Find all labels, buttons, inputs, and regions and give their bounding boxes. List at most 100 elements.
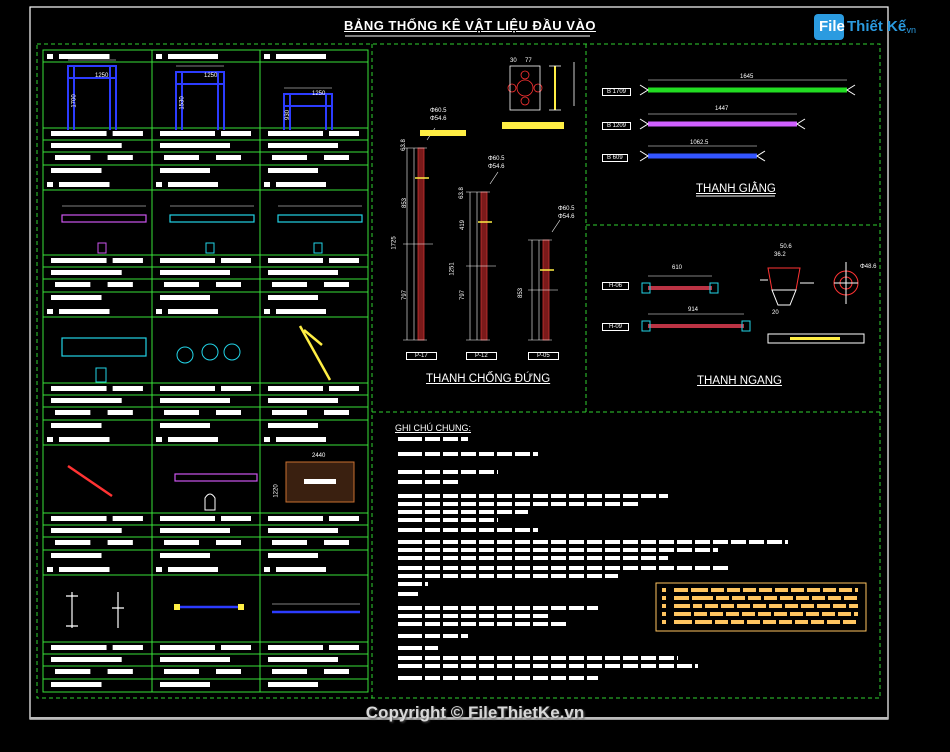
legend-text-block [843,620,856,624]
row-text-block [268,398,338,403]
plate-height: 1220 [273,484,280,498]
note-text-block [497,540,512,544]
brace-length-3: 1062.5 [690,140,709,146]
note-text-block [443,510,458,514]
header-index-block [264,54,270,59]
note-text-block [479,556,494,560]
note-text-block [443,502,458,506]
header-index-block [47,309,53,314]
note-text-block [515,510,528,514]
note-text-block [515,502,530,506]
row-text-block [221,516,251,521]
legend-marker [662,612,666,616]
pipe-diameter: Φ48.6 [860,264,877,270]
note-text-block [398,470,422,474]
header-index-block [156,437,162,442]
jack-2 [112,592,124,628]
legend-text-block [737,604,750,608]
note-text-block [479,470,494,474]
post-1-top: 63.8 [400,139,407,151]
note-text-block [398,566,422,570]
note-text-block [425,502,440,506]
tube-end-detail [97,242,107,254]
note-text-block [587,548,602,552]
note-text-block [551,606,566,610]
brace-end [639,150,649,162]
note-text-block [533,656,548,660]
note-text-block [443,480,458,484]
note-text-block [749,540,764,544]
row-text-block [112,386,143,391]
legend-text-block [732,596,745,600]
row-text-block [221,131,251,136]
vertical-posts [403,127,561,341]
note-text-block [479,664,494,668]
row-text-block [272,669,307,674]
row-text-block [51,682,102,687]
note-text-block [551,656,566,660]
legend-text-block [695,620,712,624]
note-text-block [461,540,476,544]
note-text-block [623,502,638,506]
row-text-block [55,282,91,287]
row-text-block [51,398,122,403]
row-text-block [272,155,307,160]
note-text-block [425,480,440,484]
note-text-block [398,592,418,596]
note-text-block [641,494,656,498]
note-text-block [695,548,710,552]
note-text-block [659,494,668,498]
brace-end [756,150,766,162]
frame-1-height: 1700 [71,94,78,108]
note-text-block [605,556,620,560]
legend-text-block [674,588,688,592]
note-text-block [398,574,422,578]
row-text-block [329,645,359,650]
row-text-block [107,540,133,545]
note-text-block [587,566,602,570]
note-text-block [398,540,422,544]
legend-text-block [753,604,766,608]
note-text-block [605,656,620,660]
brace-length-2: 1447 [715,106,729,112]
note-text-block [515,540,530,544]
note-text-block [443,622,458,626]
legend-text-block [838,612,851,616]
note-text-block [398,528,422,532]
row-text-block [107,669,133,674]
row-text-block [160,423,210,428]
note-text-block [515,622,530,626]
legend-text-block [775,588,788,592]
legend-text-block [727,588,740,592]
note-text-block [398,480,422,484]
head-dim-2: 77 [525,58,532,64]
note-text-block [569,494,584,498]
note-text-block [551,540,566,544]
note-text-block [425,518,440,522]
general-notes [398,437,788,680]
note-text-block [443,494,458,498]
row-text-block [107,282,133,287]
legend-text-block [764,596,777,600]
row-text-block [216,669,241,674]
post-2-height: 1251 [449,262,456,276]
brace-end [846,84,856,96]
scaffold-frame [67,65,117,130]
note-text-block [605,664,620,668]
legend-text-block [758,612,771,616]
note-text-block [461,634,468,638]
legend-text-block [726,612,739,616]
frame-1-width: 1250 [95,73,109,79]
note-text-block [398,502,422,506]
note-text-block [623,556,638,560]
post-1-lower: 797 [402,289,409,301]
note-text-block [497,676,512,680]
note-text-block [641,540,656,544]
note-text-block [461,566,476,570]
header-index-block [264,182,270,187]
note-text-block [641,548,656,552]
note-text-block [677,548,692,552]
note-text-block [551,664,566,668]
frame-3-height: 930 [285,109,292,121]
